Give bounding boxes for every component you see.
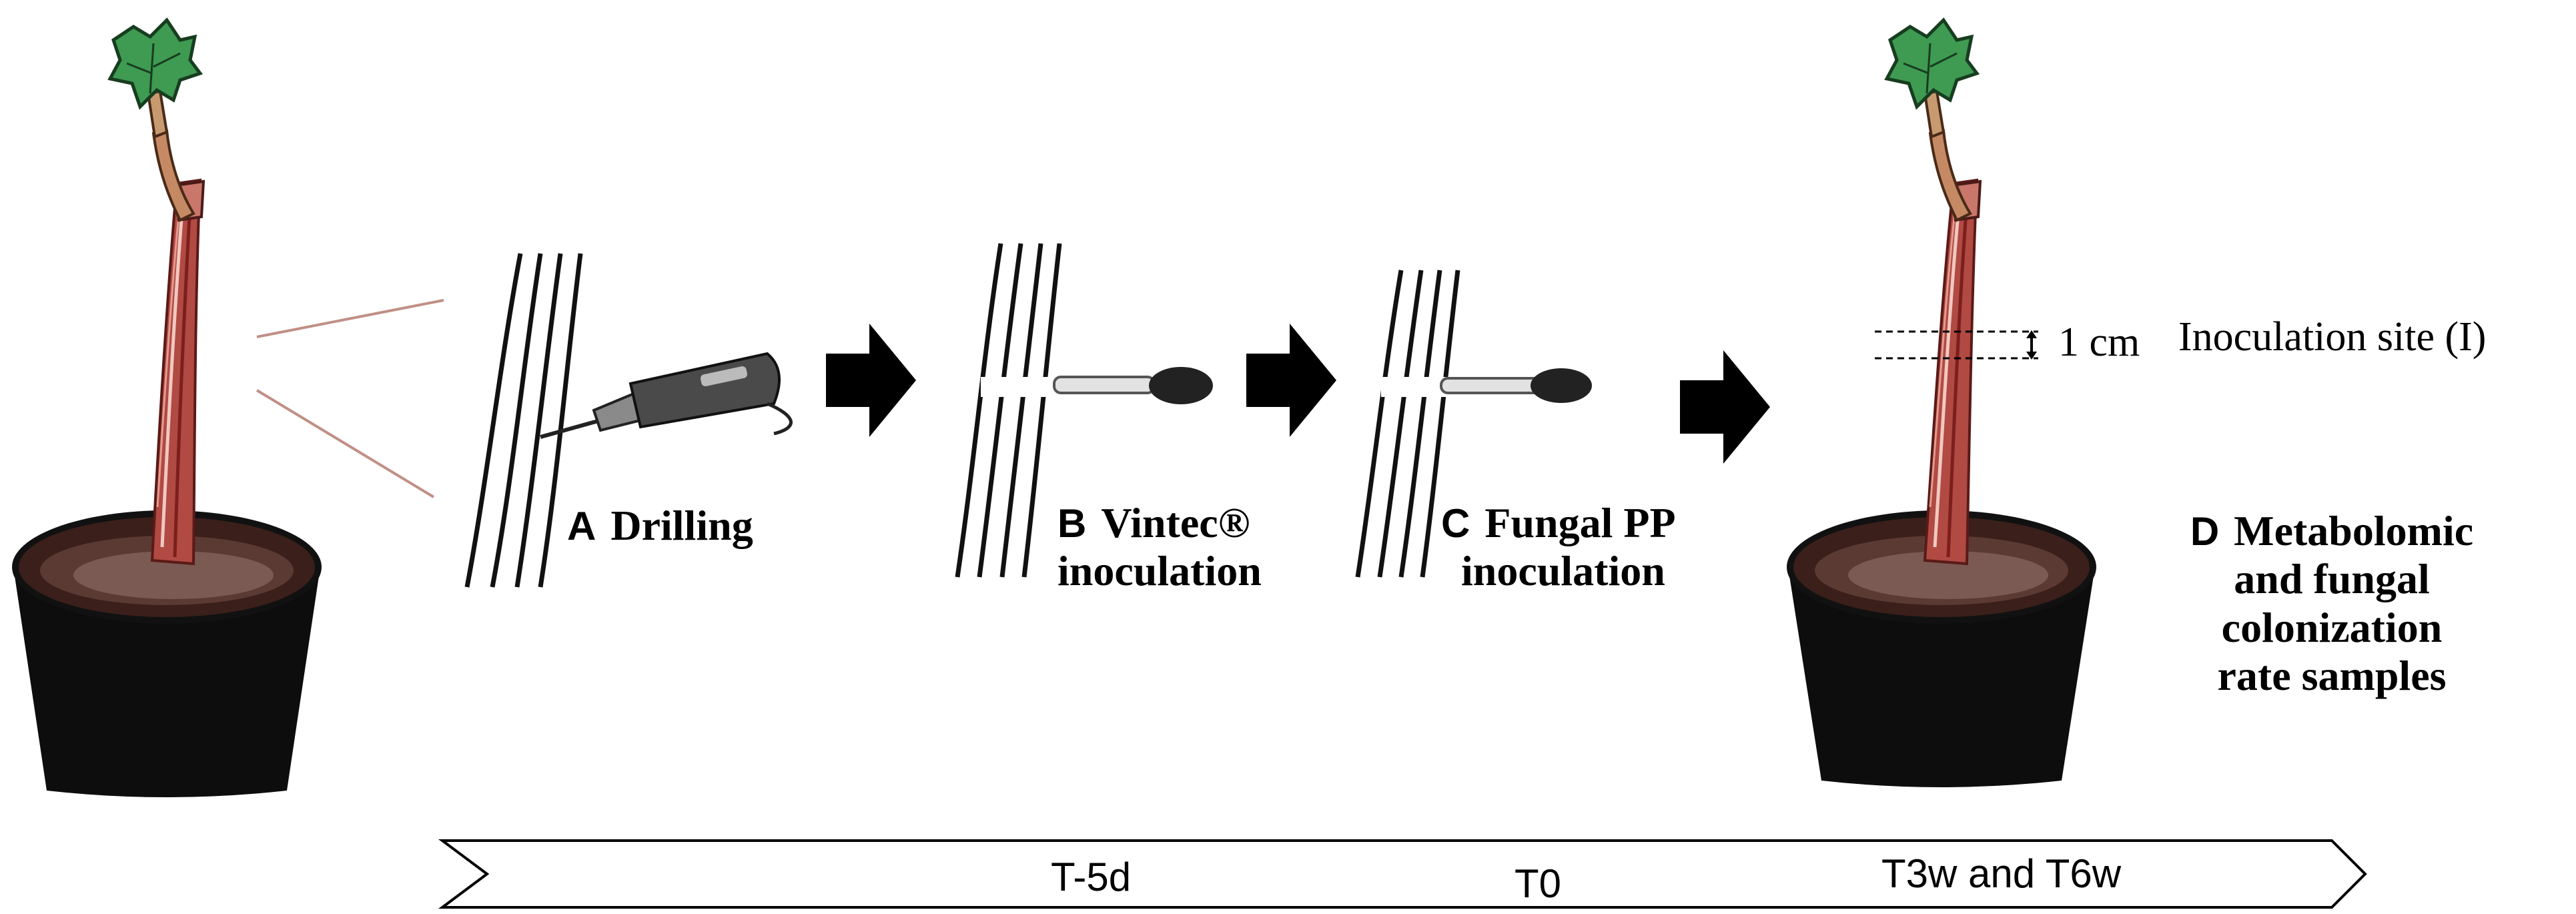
step-d-name-line3: colonization [2221,603,2443,651]
process-arrow-1 [826,324,916,437]
drilling-illustration [464,253,793,588]
step-d-name-line4: rate samples [2217,651,2447,699]
right-plant-illustration [1787,17,2096,787]
step-d-name-line1: Metabolomic [2234,507,2474,554]
step-c-name-line1: Fungal PP [1484,499,1676,546]
step-a-label: A Drilling [567,502,753,550]
step-b-name-line1: Vintec® [1101,499,1250,546]
step-c-letter: C [1441,501,1470,546]
vintec-inoculation-illustration [955,243,1213,578]
inoculation-site-label: Inoculation site (I) [2178,314,2487,360]
process-arrow-2 [1246,324,1336,437]
process-arrow-3 [1680,350,1770,464]
fungal-inoculation-illustration [1355,270,1592,578]
step-c-label: C Fungal PP inoculation [1441,499,1676,596]
measure-label: 1 cm [2058,320,2140,365]
step-d-name-line2: and fungal [2234,555,2430,603]
step-a-letter: A [567,504,596,548]
step-a-name: Drilling [610,502,753,549]
step-b-label: B Vintec® inoculation [1057,499,1262,596]
step-d-letter: D [2190,509,2220,554]
left-plant-illustration [12,17,322,797]
timeline-label-t-5d: T-5d [1051,855,1132,899]
step-b-letter: B [1057,501,1087,546]
step-b-name-line2: inoculation [1057,547,1262,595]
timeline-label-t3w-t6w: T3w and T6w [1881,851,2122,896]
step-d-label: D Metabolomic and fungal colonization ra… [2125,507,2539,700]
timeline-label-t0: T0 [1515,861,1562,906]
step-c-name-line2: inoculation [1461,547,1665,595]
